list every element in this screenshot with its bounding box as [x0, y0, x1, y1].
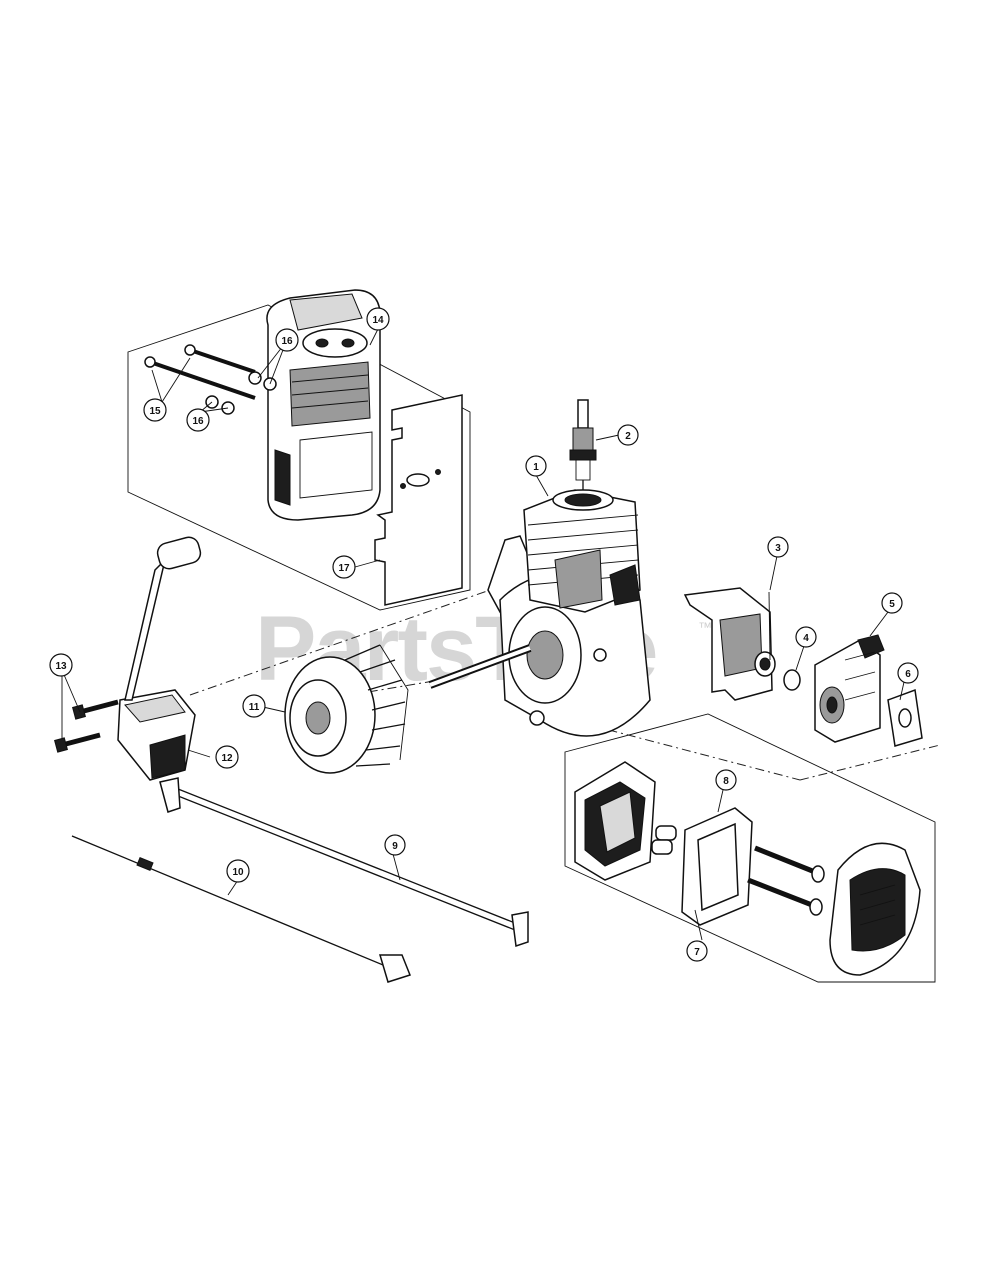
callout-2-circle	[617, 424, 639, 446]
watermark-trademark: ™	[698, 619, 712, 635]
callout-3-circle	[767, 536, 789, 558]
throttle-cable-part	[159, 777, 529, 947]
callout-5[interactable]: 5	[881, 592, 903, 614]
callout-6-label: 6	[905, 669, 911, 680]
callout-10-circle	[226, 859, 250, 883]
muffler-bolts-part	[144, 344, 277, 415]
callout-8[interactable]: 8	[715, 769, 737, 791]
callout-9-circle	[384, 834, 406, 856]
callout-11-label: 11	[249, 702, 260, 713]
coil-screws-part	[54, 699, 119, 753]
engine-block-part	[428, 489, 651, 737]
callout-1-circle	[525, 455, 547, 477]
group-box-air-filter	[564, 713, 936, 983]
callout-14-circle	[366, 307, 390, 331]
callout-17-label: 17	[338, 563, 350, 574]
callout-17-circle	[332, 555, 356, 579]
flywheel-part	[284, 644, 409, 774]
callout-4-circle	[795, 626, 817, 648]
callout-12-circle	[215, 745, 239, 769]
assembly-lines	[189, 589, 941, 781]
callout-16-upper-circle	[275, 328, 299, 352]
callout-3[interactable]: 3	[767, 536, 789, 558]
callout-16-upper-label: 16	[281, 336, 293, 347]
group-box-muffler	[127, 304, 471, 611]
callout-15-circle	[143, 398, 167, 422]
callout-4[interactable]: 4	[795, 626, 817, 648]
callout-1[interactable]: 1	[525, 455, 547, 477]
carburetor-adapter-part	[683, 587, 776, 701]
callout-15-label: 15	[149, 406, 161, 417]
ring-part	[783, 669, 801, 691]
callout-6-circle	[897, 662, 919, 684]
callout-9-label: 9	[392, 841, 398, 852]
callout-6[interactable]: 6	[897, 662, 919, 684]
callout-7[interactable]: 7	[686, 940, 708, 962]
callout-16-lower[interactable]: 16	[186, 408, 210, 432]
callout-17[interactable]: 17	[332, 555, 356, 579]
stop-cable-part	[71, 835, 411, 983]
callout-9[interactable]: 9	[384, 834, 406, 856]
callout-7-label: 7	[694, 947, 700, 958]
air-filter-housing-part	[574, 761, 921, 976]
carburetor-part	[814, 634, 885, 743]
callout-14[interactable]: 14	[366, 307, 390, 331]
callout-5-label: 5	[889, 599, 895, 610]
air-filter-hardware-part	[651, 825, 825, 916]
callout-13-circle	[49, 653, 73, 677]
callout-10-label: 10	[232, 867, 244, 878]
callout-11-circle	[242, 694, 266, 718]
callout-11[interactable]: 11	[242, 694, 266, 718]
ignition-coil-part	[117, 536, 202, 781]
callout-13-label: 13	[55, 661, 67, 672]
carburetor-gasket-part	[887, 688, 923, 747]
callout-7-circle	[686, 940, 708, 962]
callout-2-label: 2	[625, 431, 631, 442]
spark-plug-part	[569, 399, 597, 495]
callout-8-circle	[715, 769, 737, 791]
muffler-part	[266, 289, 381, 521]
air-filter-element-part	[681, 807, 753, 926]
callout-12-label: 12	[221, 753, 233, 764]
callout-16-lower-label: 16	[192, 416, 204, 427]
callout-3-label: 3	[775, 543, 781, 554]
callout-1-label: 1	[533, 462, 539, 473]
muffler-gasket-part	[374, 394, 463, 606]
callout-8-label: 8	[723, 776, 729, 787]
callout-16-upper[interactable]: 16	[275, 328, 299, 352]
callout-5-circle	[881, 592, 903, 614]
callout-15[interactable]: 15	[143, 398, 167, 422]
callout-16-lower-circle	[186, 408, 210, 432]
callout-4-label: 4	[803, 633, 809, 644]
callout-13[interactable]: 13	[49, 653, 73, 677]
callout-12[interactable]: 12	[215, 745, 239, 769]
callout-10[interactable]: 10	[226, 859, 250, 883]
callout-14-label: 14	[372, 315, 384, 326]
callout-2[interactable]: 2	[617, 424, 639, 446]
